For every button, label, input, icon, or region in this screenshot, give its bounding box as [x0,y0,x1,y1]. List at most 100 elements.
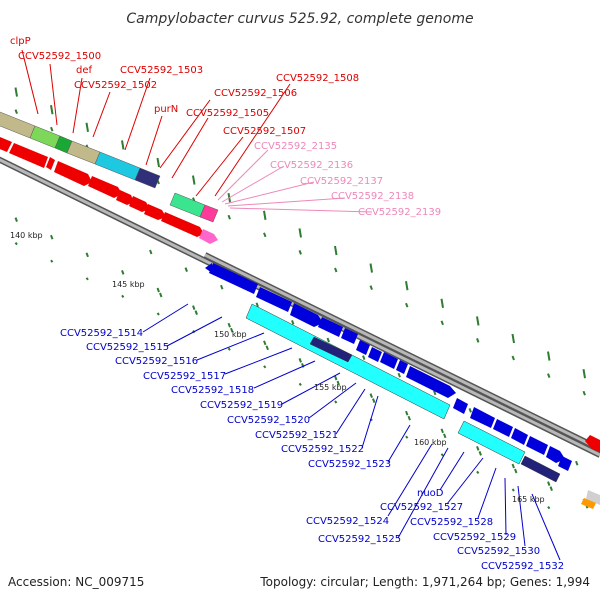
tick-mark [85,252,89,258]
gene-label[interactable]: nuoD [417,488,444,499]
gene-label[interactable]: CCV52592_1521 [255,430,338,441]
tick-mark [334,245,338,256]
kbp-label: 160 kbp [414,438,447,447]
gene-label[interactable]: CCV52592_1529 [433,532,516,543]
tick-mark [582,390,586,396]
tick-mark [263,365,267,369]
gene-label[interactable]: CCV52592_1528 [410,517,493,528]
tick-mark [440,453,444,457]
right-edge-features [581,435,600,509]
tick-mark [298,250,302,255]
tick-mark [443,433,447,439]
tick-mark [298,358,302,363]
tick-mark [362,355,366,360]
tick-mark [121,270,125,275]
gene-label[interactable]: CCV52592_1518 [171,385,254,396]
tick-mark [440,320,444,326]
tick-mark [440,298,444,308]
tick-mark [227,322,231,328]
tick-mark [476,470,480,474]
gene-label[interactable]: CCV52592_1506 [214,88,297,99]
gene-label[interactable]: CCV52592_1525 [318,534,401,545]
tick-mark [227,347,231,351]
map-title: Campylobacter curvus 525.92, complete ge… [126,11,473,27]
gene-label[interactable]: CCV52592_1523 [308,459,391,470]
inner-feature-track [245,303,561,483]
tick-mark [440,428,444,434]
gene-label[interactable]: CCV52592_1522 [281,444,364,455]
gene-label[interactable]: CCV52592_1530 [457,546,540,557]
kbp-label: 165 kbp [512,495,545,504]
gene-label[interactable]: CCV52592_2135 [254,141,337,152]
tick-mark [149,249,153,255]
gene-label[interactable]: CCV52592_2137 [300,176,383,187]
gene-label[interactable]: CCV52592_1532 [481,561,564,572]
tick-mark [50,259,54,263]
tick-mark [372,398,376,403]
tick-mark [547,481,551,486]
tick-mark [50,126,54,132]
genome-summary-text: Topology: circular; Length: 1,971,264 bp… [259,575,590,589]
gene-label[interactable]: CCV52592_1520 [227,415,310,426]
tick-mark [85,277,89,281]
tick-mark [156,157,160,168]
tick-mark [511,333,515,344]
gene-label[interactable]: clpP [10,36,31,47]
kbp-label: 155 kbp [314,383,347,392]
gene-label[interactable]: purN [154,104,178,115]
gene-label[interactable]: CCV52592_1508 [276,73,359,84]
kbp-label: 145 kbp [112,280,145,289]
tick-mark [476,316,480,326]
tick-mark [14,217,18,222]
gene-label[interactable]: CCV52592_2139 [358,207,441,218]
gene-label[interactable]: CCV52592_1505 [186,108,269,119]
tick-mark [263,232,267,238]
gene-label[interactable]: CCV52592_1507 [223,126,306,137]
tick-mark [478,451,482,456]
pink-gene-labels: CCV52592_2135 CCV52592_2136 CCV52592_213… [254,141,441,218]
tick-mark [265,345,269,351]
gene-label[interactable]: def [76,65,93,76]
gene-label[interactable]: CCV52592_1517 [143,371,226,382]
gene-label[interactable]: CCV52592_1503 [120,65,203,76]
tick-mark [227,214,231,220]
gene-label[interactable]: CCV52592_2136 [270,160,353,171]
accession-text: Accession: NC_009715 [8,575,144,589]
tick-mark [476,338,480,343]
gene-label[interactable]: CCV52592_1524 [306,516,389,527]
gene-label[interactable]: CCV52592_1514 [60,328,143,339]
tick-mark [263,340,267,346]
tick-mark [397,372,401,378]
tick-mark [192,305,196,310]
tick-mark [230,327,234,333]
tick-mark [50,234,54,240]
gene-label[interactable]: CCV52592_1515 [86,342,169,353]
tick-mark [547,506,551,510]
tick-mark [547,373,551,378]
gene-label[interactable]: CCV52592_2138 [331,191,414,202]
gene-label[interactable]: CCV52592_1500 [18,51,101,62]
gene-label[interactable]: CCV52592_1516 [115,356,198,367]
tick-mark [156,312,160,316]
tick-mark [582,369,586,379]
gene-label[interactable]: CCV52592_1527 [380,502,463,513]
tick-mark [298,382,302,386]
tick-mark [547,351,551,361]
tick-mark [336,380,340,386]
tick-mark [326,337,330,343]
blue-gene-track [205,263,572,471]
blue-gene-labels: CCV52592_1514 CCV52592_1515 CCV52592_151… [60,328,564,572]
tick-mark [85,122,89,132]
gene-label[interactable]: CCV52592_1519 [200,400,283,411]
tick-mark [263,210,267,220]
tick-mark [575,460,579,466]
tick-mark [369,263,373,273]
tick-mark [405,410,409,416]
tick-mark [291,320,295,325]
kbp-label: 150 kbp [214,330,247,339]
tick-mark [159,292,163,298]
tick-mark [405,435,409,439]
tick-mark [14,109,18,114]
gene-label[interactable]: CCV52592_1502 [74,80,157,91]
